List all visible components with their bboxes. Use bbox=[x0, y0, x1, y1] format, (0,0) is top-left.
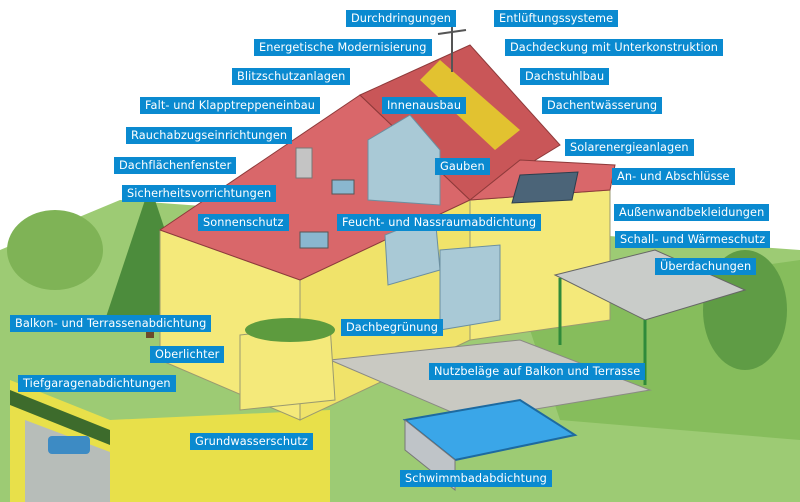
label-dachstuhlbau: Dachstuhlbau bbox=[520, 68, 610, 85]
label-ueberdachungen: Überdachungen bbox=[655, 258, 757, 275]
label-grundwasserschutz: Grundwasserschutz bbox=[190, 433, 313, 450]
label-an-abschluesse: An- und Abschlüsse bbox=[612, 168, 735, 185]
label-schwimmbadabdichtung: Schwimmbadabdichtung bbox=[400, 470, 552, 487]
label-dachbegruenung: Dachbegrünung bbox=[341, 319, 444, 336]
skylight-2 bbox=[331, 179, 355, 195]
label-nutzbelaege: Nutzbeläge auf Balkon und Terrasse bbox=[429, 363, 646, 380]
chimney bbox=[295, 147, 313, 179]
foundation-layer bbox=[10, 390, 110, 445]
label-durchdringungen: Durchdringungen bbox=[346, 10, 457, 27]
pergola-roof bbox=[553, 249, 747, 321]
terrace-floor bbox=[328, 339, 652, 421]
roof-insulation bbox=[420, 60, 520, 150]
label-gauben: Gauben bbox=[435, 158, 490, 175]
roof-garden-plants bbox=[245, 318, 335, 342]
garage-car bbox=[48, 436, 90, 454]
label-dachdeckung: Dachdeckung mit Unterkonstruktion bbox=[505, 39, 724, 56]
label-innenausbau: Innenausbau bbox=[382, 97, 467, 114]
label-aussenwandbekleidungen: Außenwandbekleidungen bbox=[614, 204, 770, 221]
label-oberlichter: Oberlichter bbox=[150, 346, 225, 363]
concrete-layer bbox=[25, 420, 110, 502]
tree-right bbox=[703, 250, 787, 370]
label-dachentwaesserung: Dachentwässerung bbox=[542, 97, 663, 114]
label-feucht-nassraumabdichtung: Feucht- und Nassraumabdichtung bbox=[337, 214, 542, 231]
label-dachflaechenfenster: Dachflächenfenster bbox=[114, 157, 237, 174]
label-tiefgaragenabdichtungen: Tiefgaragenabdichtungen bbox=[18, 375, 176, 392]
label-energetische-modernisierung: Energetische Modernisierung bbox=[254, 39, 432, 56]
label-entlueftungssysteme: Entlüftungssysteme bbox=[494, 10, 619, 27]
bush-left bbox=[7, 210, 103, 290]
solar-panel bbox=[511, 171, 579, 204]
label-sonnenschutz: Sonnenschutz bbox=[198, 214, 289, 231]
label-rauchabzugseinrichtungen: Rauchabzugseinrichtungen bbox=[126, 127, 293, 144]
label-falt-klapptreppeneinbau: Falt- und Klapptreppeneinbau bbox=[140, 97, 321, 114]
glass-facade bbox=[439, 244, 501, 331]
dormer-left bbox=[367, 114, 441, 206]
label-blitzschutzanlagen: Blitzschutzanlagen bbox=[232, 68, 351, 85]
label-solarenergieanlagen: Solarenergieanlagen bbox=[565, 139, 694, 156]
label-balkon-terrassenabdichtung: Balkon- und Terrassenabdichtung bbox=[10, 315, 212, 332]
label-schall-waermeschutz: Schall- und Wärmeschutz bbox=[615, 231, 771, 248]
label-sicherheitsvorrichtungen: Sicherheitsvorrichtungen bbox=[122, 185, 277, 202]
antenna-bar bbox=[437, 29, 467, 35]
skylight-1 bbox=[299, 231, 329, 249]
